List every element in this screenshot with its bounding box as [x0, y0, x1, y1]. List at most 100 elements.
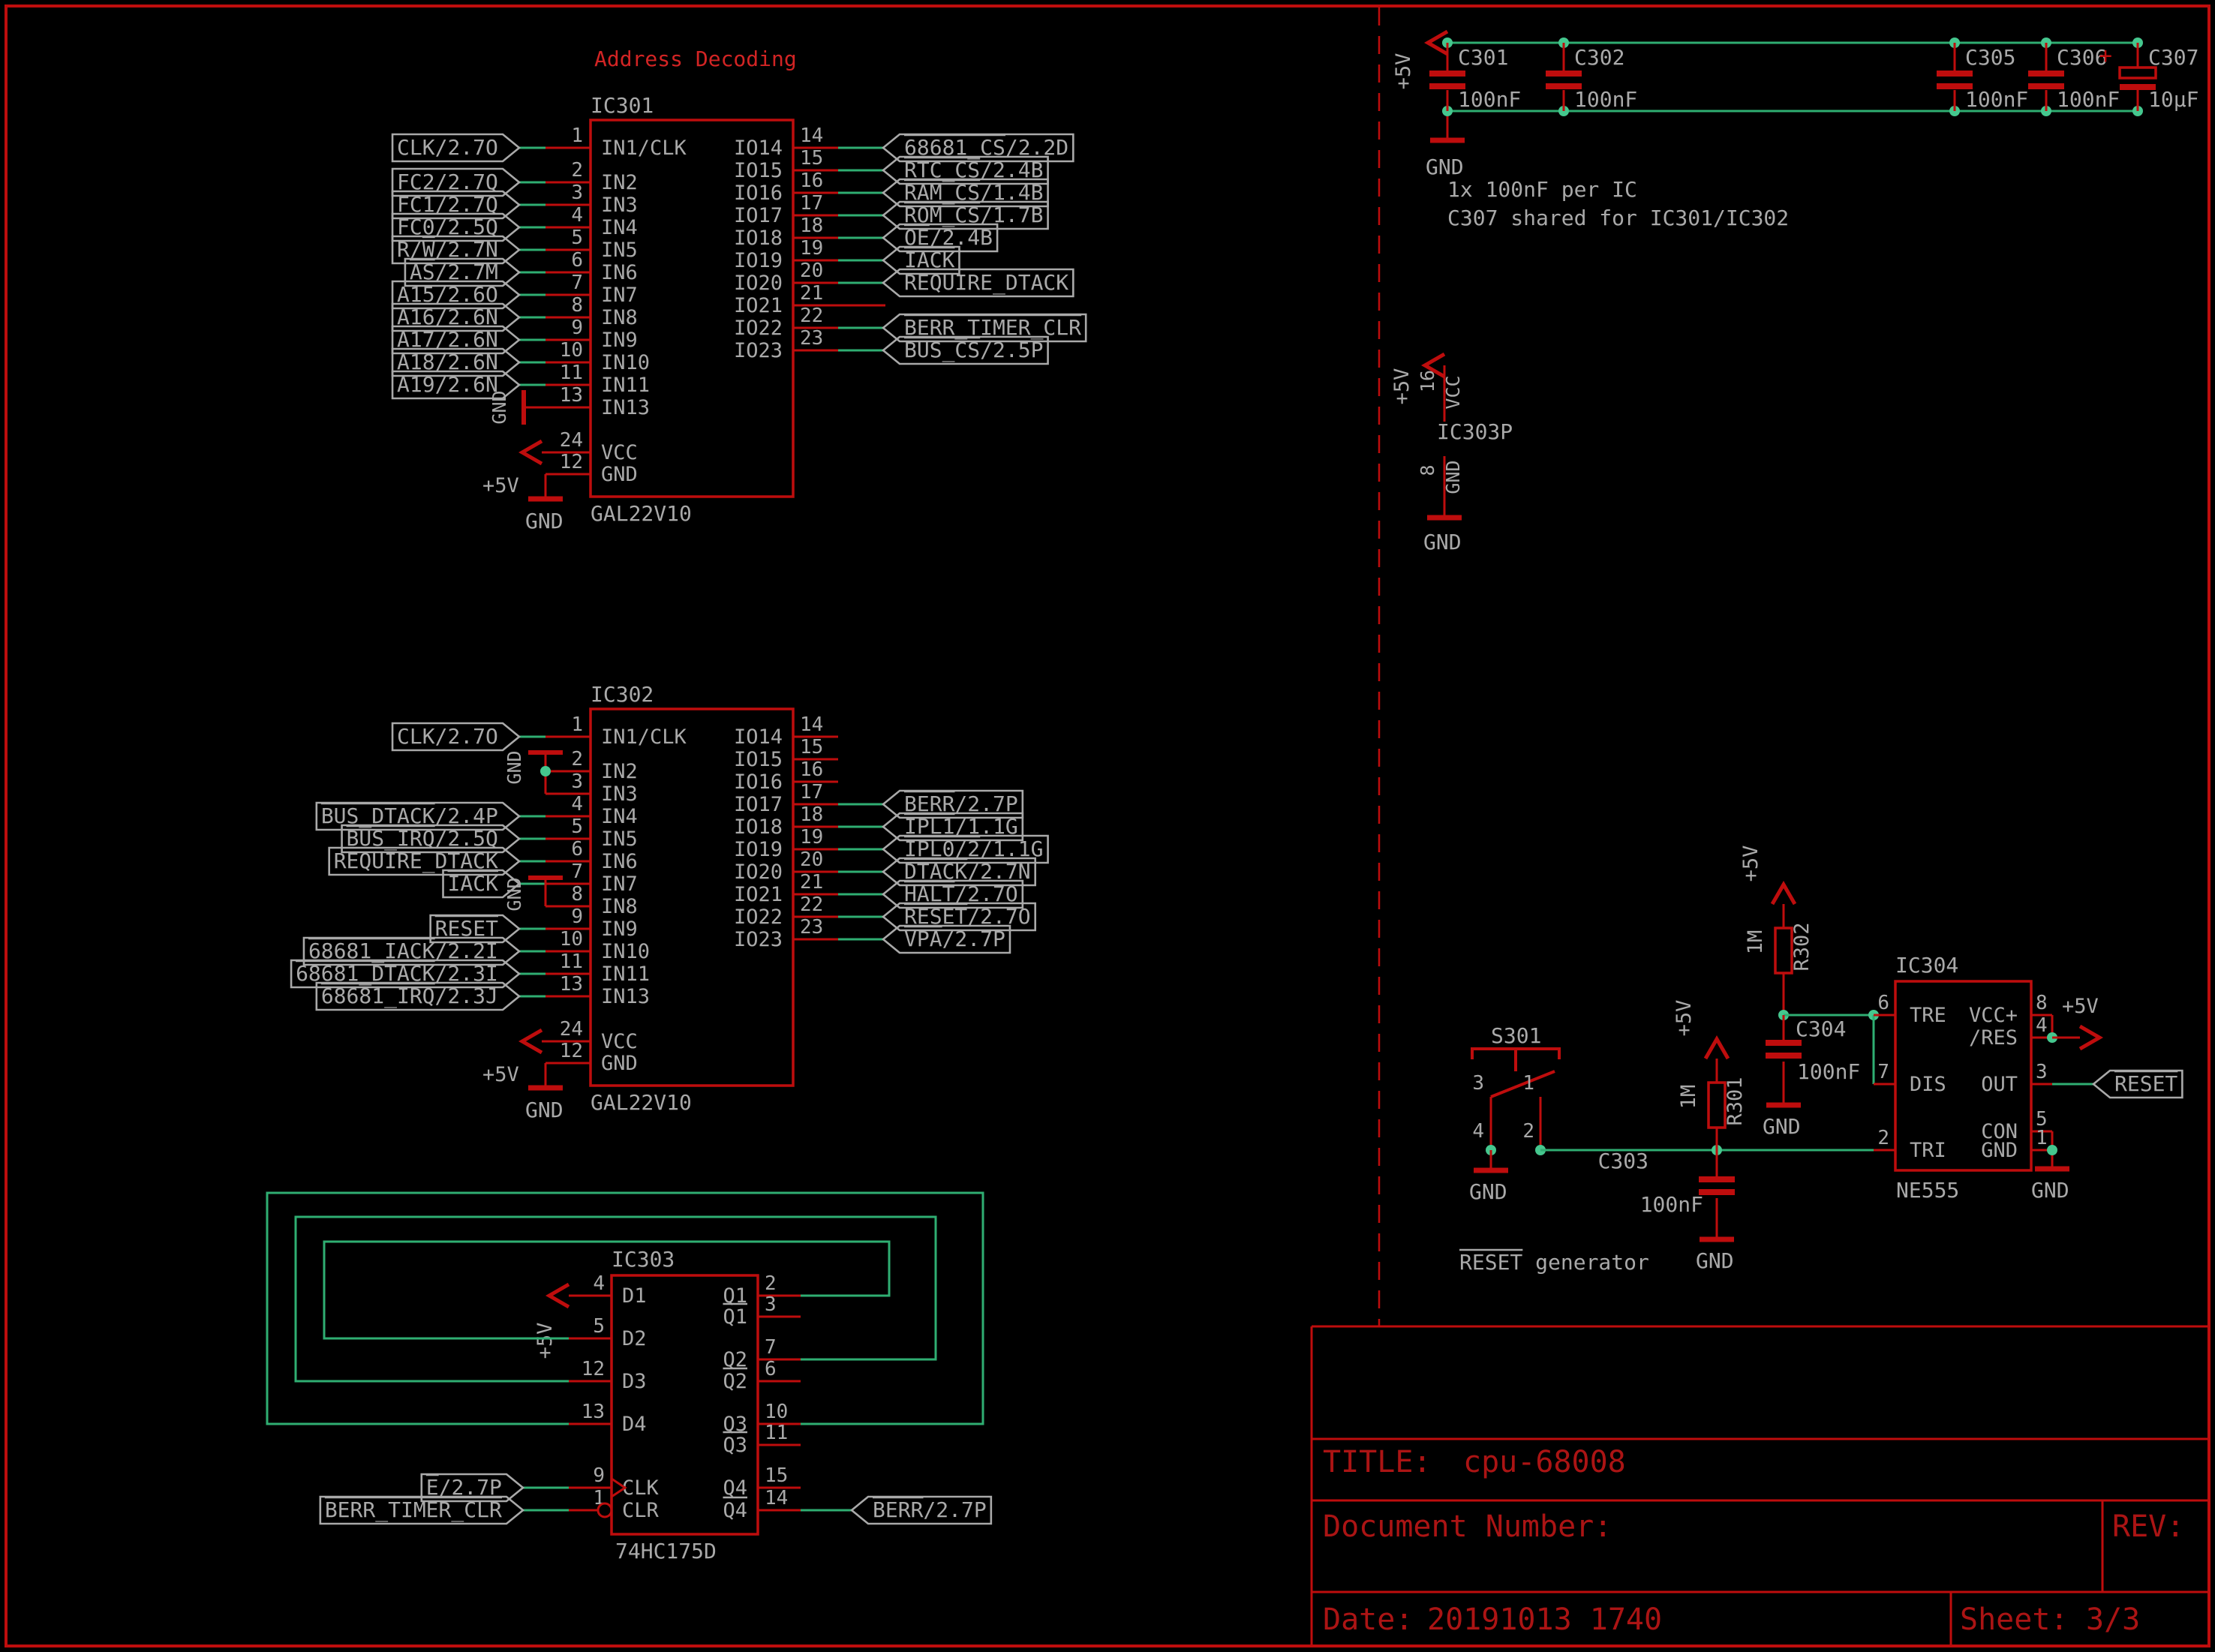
plus5v-symbol[interactable] — [2078, 1024, 2104, 1051]
note-text: C307 shared for IC301/IC302 — [1447, 206, 1789, 230]
net-label-text: IACK — [904, 248, 955, 272]
ic303-pin-num: 13 — [582, 1401, 605, 1423]
ic301-pin-num: 19 — [800, 237, 823, 260]
plus5v-symbol[interactable] — [1423, 29, 1449, 56]
net-label[interactable] — [391, 133, 521, 163]
ic304-pin-name: GND — [1981, 1139, 2018, 1162]
date-label: Date: — [1323, 1602, 1413, 1637]
ic301-pin-name: IO22 — [734, 317, 783, 340]
plus5v-text: +5V — [1390, 368, 1414, 405]
ic303-pin-name: D2 — [622, 1327, 647, 1350]
plus5v-symbol[interactable] — [518, 439, 543, 466]
ic301-pin-name: IO15 — [734, 159, 783, 182]
reset-net-label-text: RESET — [2114, 1071, 2177, 1096]
ic301-symbol[interactable] — [589, 119, 795, 498]
ic301-pin-name: IO14 — [734, 137, 783, 160]
ic304-pin-name: VCC+ — [1969, 1004, 2018, 1027]
ic302-pin-name: IN2 — [601, 760, 638, 783]
net-label[interactable] — [442, 869, 521, 899]
ic302-pin-name: IN3 — [601, 782, 638, 806]
net-label-text: IPL1/1.1G — [904, 814, 1018, 839]
net-label[interactable] — [881, 335, 1049, 365]
net-label[interactable] — [849, 1495, 993, 1525]
ic303-pin-num: 7 — [765, 1336, 777, 1359]
ic302-pin-name: IN10 — [601, 940, 650, 963]
plus5v-symbol[interactable] — [1420, 352, 1446, 379]
clock-input-mark[interactable] — [611, 1477, 627, 1498]
net-label[interactable] — [881, 268, 1074, 298]
ic302-symbol[interactable] — [589, 707, 795, 1087]
feedback-wire[interactable] — [266, 1191, 984, 1425]
plus5v-symbol[interactable] — [518, 1028, 543, 1055]
ic304-symbol[interactable] — [1894, 980, 2033, 1172]
ic303-pin-num: 9 — [593, 1464, 605, 1487]
resistor-body[interactable] — [1774, 927, 1793, 975]
ic303-pin-name: Q1 — [723, 1305, 747, 1329]
ic301-pin-name: IO17 — [734, 204, 783, 227]
feedback-wire[interactable] — [294, 1215, 937, 1383]
capacitor-value: 100nF — [1458, 87, 1521, 112]
net-label[interactable] — [315, 981, 521, 1011]
net-label-text: VPA/2.7P — [904, 927, 1005, 951]
ic301-pin-num: 17 — [800, 192, 823, 215]
net-label-text: BERR/2.7P — [873, 1497, 987, 1522]
net-label-text: HALT/2.7O — [904, 882, 1018, 906]
capacitor-plate[interactable] — [2118, 66, 2157, 80]
ic302-pin-name: IO23 — [734, 928, 783, 951]
plus5v-symbol[interactable] — [545, 1282, 570, 1309]
gnd-text: GND — [525, 509, 564, 533]
net-label-text: A18/2.6N — [397, 350, 498, 374]
ic303-symbol[interactable] — [610, 1274, 759, 1536]
plus5v-text: +5V — [1673, 1000, 1696, 1037]
ic301-pin-num: 6 — [571, 249, 583, 272]
net-label-text: REQUIRE_DTACK — [904, 270, 1068, 296]
gnd-text: GND — [1763, 1114, 1801, 1139]
capacitor-value: 100nF — [1640, 1192, 1703, 1217]
net-label[interactable] — [391, 722, 521, 752]
ic301-pin-num: 11 — [560, 362, 583, 384]
ic303-pin-num: 10 — [765, 1401, 788, 1423]
ic303-pin-name: D1 — [622, 1284, 647, 1308]
ic302-pin-num: 24 — [560, 1018, 583, 1041]
ic304-pin-num: 4 — [2036, 1014, 2048, 1037]
ic302-pin-num: 14 — [800, 713, 823, 736]
ic301-part: GAL22V10 — [591, 501, 692, 526]
net-label[interactable] — [391, 370, 521, 400]
ic304-pin-name: TRE — [1910, 1004, 1946, 1027]
ic303-pin-num: 4 — [593, 1272, 605, 1295]
capacitor-ref: C305 — [1965, 45, 2015, 70]
ic302-pin-num: 3 — [571, 770, 583, 793]
ic302-pin-num: 16 — [800, 758, 823, 781]
gnd-text: GND — [503, 750, 525, 784]
reset-net-label[interactable] — [2091, 1069, 2183, 1099]
switch-lever[interactable] — [1490, 1070, 1555, 1098]
net-label[interactable] — [881, 924, 1011, 954]
ic304-pin-name: TRI — [1910, 1139, 1946, 1162]
ic301-pin-name: IO23 — [734, 339, 783, 362]
ic302-pin-num: 21 — [800, 871, 823, 894]
net-label-text: FC0/2.5Q — [397, 215, 498, 239]
ic301-pin-name: IO21 — [734, 294, 783, 317]
ic302-pin-num: 4 — [571, 793, 583, 815]
resistor-body[interactable] — [1707, 1081, 1727, 1129]
plus5v-symbol[interactable] — [1703, 1035, 1730, 1060]
ic302-ref: IC302 — [591, 682, 654, 707]
ic301-pin-num: 8 — [571, 294, 583, 317]
ic301-pin-name: IN9 — [601, 329, 638, 352]
ic302-pin-name: IN1/CLK — [601, 725, 687, 749]
net-label[interactable] — [319, 1495, 525, 1525]
ic301-pin-name: IN10 — [601, 351, 650, 374]
plus5v-symbol[interactable] — [1770, 880, 1797, 906]
gnd-text: GND — [1423, 530, 1462, 554]
ic303-pin-name: D4 — [622, 1413, 647, 1436]
ic303p-pin-num: 8 — [1417, 464, 1438, 476]
plus5v-text: +5V — [482, 474, 519, 497]
feedback-wire[interactable] — [323, 1240, 891, 1340]
ic301-pin-name: IO19 — [734, 249, 783, 272]
plus5v-text: +5V — [482, 1063, 519, 1086]
ic301-pin-num: 16 — [800, 170, 823, 192]
net-label-text: BERR/2.7P — [904, 791, 1018, 816]
ic301-pin-name: IN3 — [601, 194, 638, 217]
net-label-text: A17/2.6N — [397, 327, 498, 352]
